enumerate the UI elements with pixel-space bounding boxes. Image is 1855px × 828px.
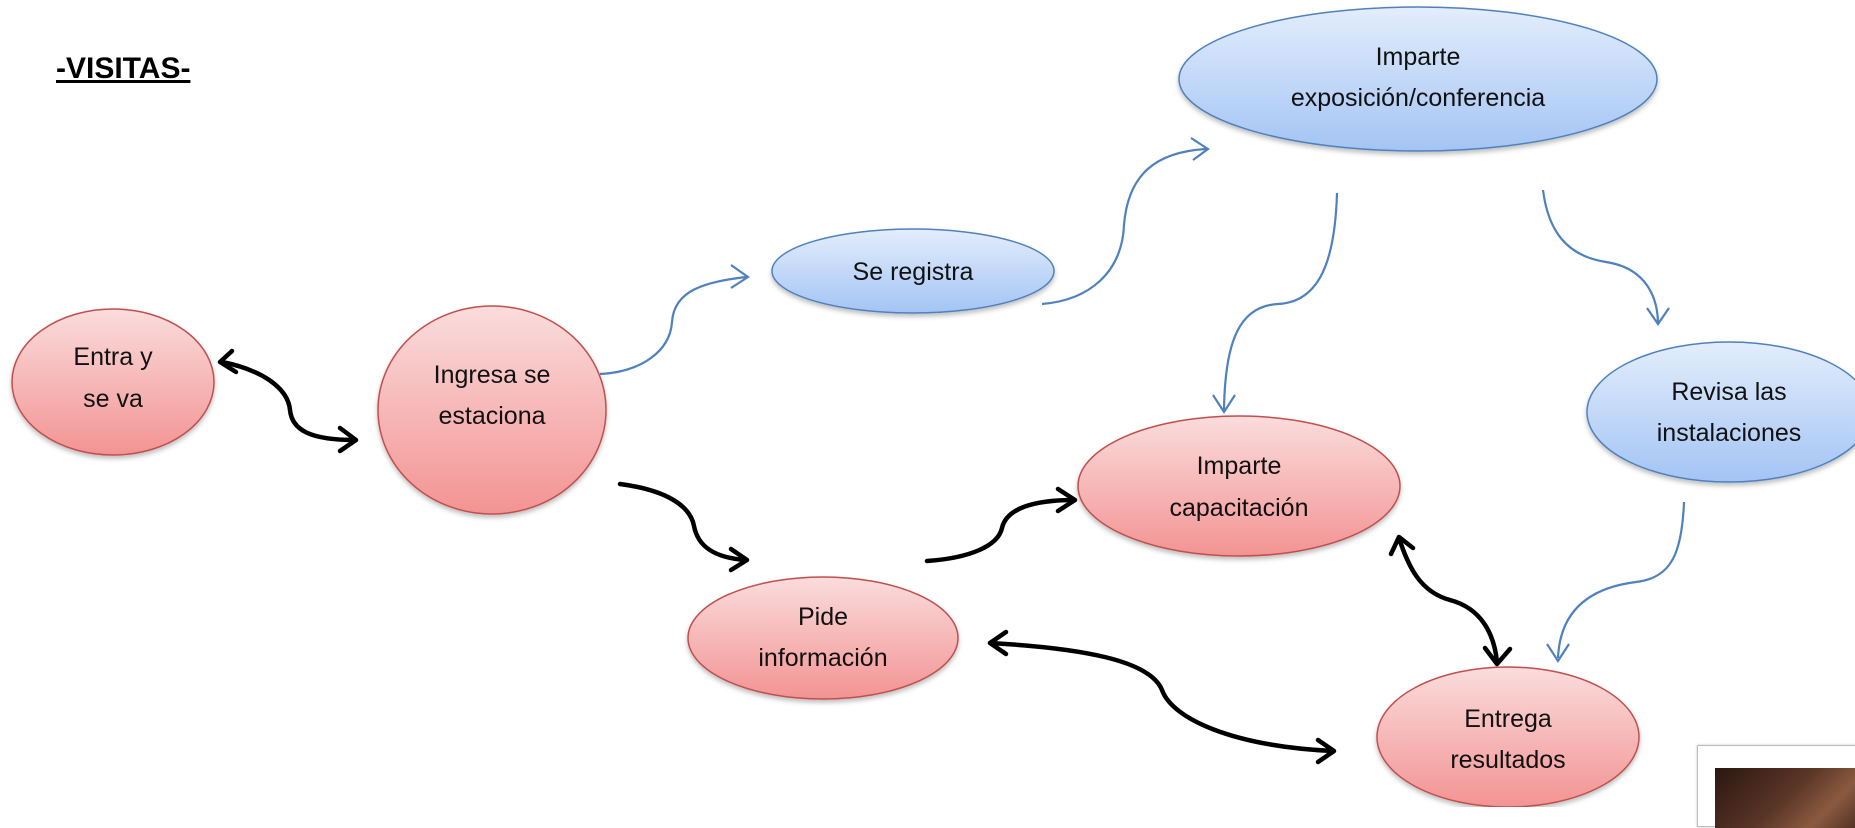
node-ingresa-line2: estaciona	[438, 402, 545, 430]
node-entra-y-se-va: Entra y se va	[11, 308, 215, 456]
arrow-revisa-to-entrega	[1546, 501, 1686, 664]
arrow-entra-ingresa	[217, 348, 359, 454]
flow-diagram: Entra y se va Ingresa se estaciona Se re…	[11, 6, 1855, 807]
arrow-capacitacion-entrega	[1388, 534, 1513, 667]
node-imparte-capacitacion: Imparte capacitación	[1077, 415, 1401, 557]
node-capacitacion-line2: capacitación	[1170, 494, 1309, 522]
arrow-expo-to-capacitacion	[1212, 192, 1339, 415]
node-imparte-exposicion: Imparte exposición/conferencia	[1178, 6, 1658, 152]
node-entra-line1: Entra y	[73, 343, 153, 371]
node-entra-line2: se va	[83, 385, 143, 413]
node-pide-line1: Pide	[798, 603, 848, 631]
node-entrega-resultados: Entrega resultados	[1376, 666, 1640, 807]
node-revisa-line1: Revisa las	[1671, 378, 1786, 406]
node-revisa-instalaciones: Revisa las instalaciones	[1586, 341, 1855, 483]
node-expo-line2: exposición/conferencia	[1291, 84, 1545, 112]
node-pide-informacion: Pide información	[687, 576, 959, 700]
diagram-title: -VISITAS-	[56, 52, 191, 85]
arrow-pide-entrega	[987, 629, 1337, 765]
node-expo-line1: Imparte	[1376, 43, 1461, 71]
photo-thumbnail	[1697, 745, 1855, 828]
photo-thumbnail-image	[1715, 768, 1855, 828]
node-revisa-line2: instalaciones	[1657, 419, 1802, 447]
arrow-ingresa-to-pide	[617, 481, 750, 573]
node-entrega-line1: Entrega	[1464, 705, 1552, 733]
node-ingresa-line1: Ingresa se	[434, 361, 551, 389]
arrow-ingresa-to-registra	[599, 264, 750, 376]
node-capacitacion-line1: Imparte	[1197, 452, 1282, 480]
arrow-expo-to-revisa	[1541, 189, 1670, 326]
node-registra-line1: Se registra	[853, 258, 974, 286]
node-pide-line2: información	[758, 644, 887, 672]
node-entrega-line2: resultados	[1450, 746, 1565, 774]
node-ingresa-se-estaciona: Ingresa se estaciona	[377, 305, 607, 515]
node-se-registra: Se registra	[771, 228, 1055, 314]
arrow-pide-to-capacitacion	[924, 486, 1078, 564]
arrow-registra-to-expo	[1041, 137, 1210, 306]
